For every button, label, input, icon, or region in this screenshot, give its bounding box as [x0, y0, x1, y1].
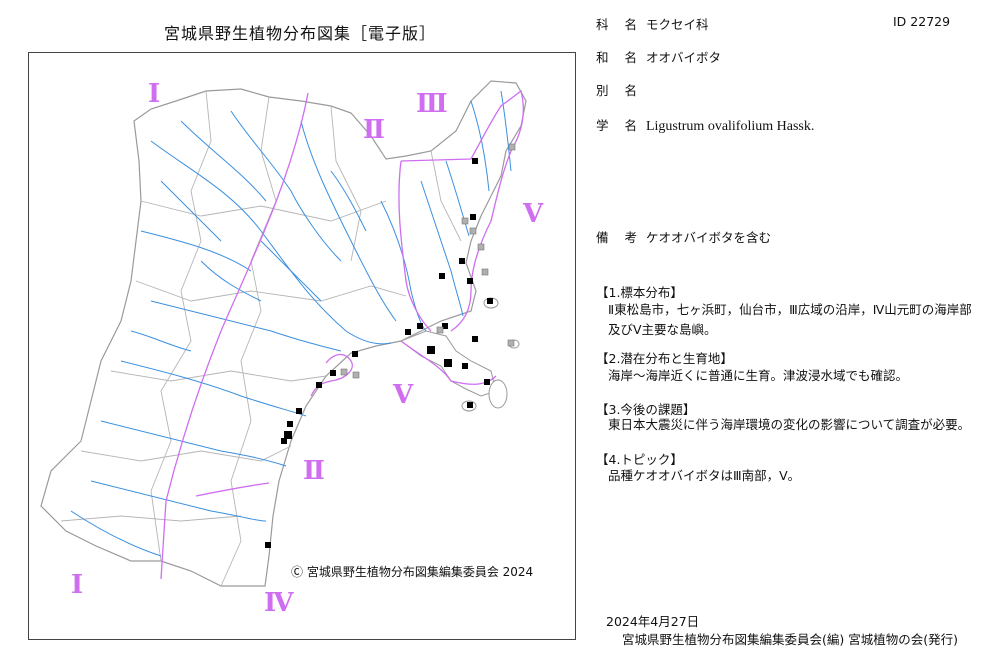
region-label-iii: Ⅲ	[416, 89, 448, 119]
section-heading-issues: 【3.今後の課題】	[596, 402, 696, 417]
specimen-points	[265, 158, 493, 548]
region-label-v-south: Ⅴ	[392, 380, 414, 410]
family-label: 科 名	[596, 17, 643, 32]
distribution-map: Ⅰ Ⅱ Ⅲ Ⅴ Ⅱ Ⅴ Ⅰ Ⅳ	[28, 52, 576, 640]
region-label-ii-south: Ⅱ	[303, 456, 325, 486]
japanese-name-row: 和 名 オオバイボタ	[596, 47, 721, 66]
section-body-topic: 品種ケオオバイボタはⅢ南部，Ⅴ。	[608, 468, 801, 483]
family-value: モクセイ科	[645, 17, 709, 32]
map-svg: Ⅰ Ⅱ Ⅲ Ⅴ Ⅱ Ⅴ Ⅰ Ⅳ	[40, 79, 544, 618]
section-heading-topic: 【4.トピック】	[596, 452, 683, 467]
scientific-name-row: 学 名 Ligustrum ovalifolium Hassk.	[596, 115, 814, 135]
alias-row: 別 名	[596, 80, 642, 99]
publisher-credit: 宮城県野生植物分布図集編集委員会(編) 宮城植物の会(発行)	[622, 632, 958, 647]
scientific-name-value: Ligustrum ovalifolium Hassk.	[645, 119, 815, 134]
copyright-notice: Ⓒ 宮城県野生植物分布図集編集委員会 2024	[291, 565, 534, 579]
japanese-name-value: オオバイボタ	[645, 50, 721, 65]
region-label-iv: Ⅳ	[264, 588, 294, 618]
region-label-v: Ⅴ	[522, 199, 544, 229]
island	[488, 379, 508, 409]
region-label-i: Ⅰ	[148, 79, 160, 109]
section-body-issues: 東日本大震災に伴う海岸環境の変化の影響について調査が必要。	[608, 417, 971, 432]
literature-points	[340, 143, 516, 379]
section-heading-habitat: 【2.潜在分布と生育地】	[596, 351, 733, 366]
map-title: 宮城県野生植物分布図集［電子版］	[163, 24, 436, 43]
alias-label: 別 名	[596, 83, 643, 98]
section-heading-specimen: 【1.標本分布】	[596, 285, 683, 300]
family-row: 科 名 モクセイ科	[596, 14, 709, 33]
rivers	[70, 90, 512, 557]
notes-value: ケオオバイボタを含む	[645, 230, 771, 245]
section-body-habitat: 海岸～海岸近くに普通に生育。津波浸水域でも確認。	[608, 368, 909, 383]
japanese-name-label: 和 名	[596, 50, 643, 65]
municipal-borders	[60, 90, 462, 587]
scientific-name-label: 学 名	[596, 118, 643, 133]
region-label-i-south: Ⅰ	[71, 570, 83, 600]
section-body-specimen: Ⅱ東松島市，七ヶ浜町，仙台市，Ⅲ広域の沿岸，Ⅳ山元町の海岸部及びⅤ主要な島嶼。	[608, 302, 972, 337]
notes-label: 備 考	[596, 230, 643, 245]
prefecture-outline	[40, 80, 527, 587]
record-id: ID 22729	[893, 14, 951, 29]
publication-date: 2024年4月27日	[606, 614, 700, 629]
notes-row: 備 考 ケオオバイボタを含む	[596, 227, 771, 246]
region-label-ii: Ⅱ	[363, 115, 385, 145]
